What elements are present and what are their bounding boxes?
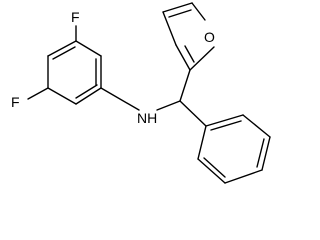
- bond: [75, 40, 102, 57]
- bond: [189, 46, 215, 71]
- bond: [179, 69, 191, 102]
- bond: [179, 100, 207, 127]
- bond: [191, 2, 206, 21]
- bond: [162, 11, 177, 46]
- double-bond: [210, 120, 242, 131]
- bond: [47, 87, 77, 105]
- double-bond: [168, 9, 192, 18]
- phenyl-ring: [197, 114, 271, 184]
- double-bond: [184, 45, 195, 63]
- bond: [175, 44, 191, 71]
- double-bond: [75, 84, 98, 99]
- bond: [162, 2, 193, 13]
- fluorine-top-label: F: [71, 9, 80, 25]
- amine-label: NH: [137, 110, 157, 126]
- bond: [197, 158, 226, 184]
- bond: [261, 136, 271, 171]
- bond: [156, 100, 181, 111]
- fluorine-bottom-label: F: [11, 94, 20, 110]
- molecule-structure: F F NH O: [11, 2, 271, 184]
- linker-bonds: [100, 69, 207, 127]
- bond: [224, 169, 263, 184]
- double-bond: [52, 46, 76, 60]
- atom-labels: F F NH O: [11, 9, 215, 126]
- difluorophenyl-ring: [27, 25, 102, 105]
- furan-oxygen-label: O: [204, 29, 215, 45]
- double-bond: [203, 157, 226, 178]
- bond: [27, 87, 49, 100]
- bond: [47, 40, 77, 57]
- bond: [75, 87, 102, 105]
- bond: [197, 125, 207, 160]
- bond: [205, 114, 244, 127]
- bond: [242, 114, 271, 138]
- furan-ring: [162, 2, 215, 71]
- double-bond: [256, 138, 265, 168]
- bond: [100, 87, 140, 111]
